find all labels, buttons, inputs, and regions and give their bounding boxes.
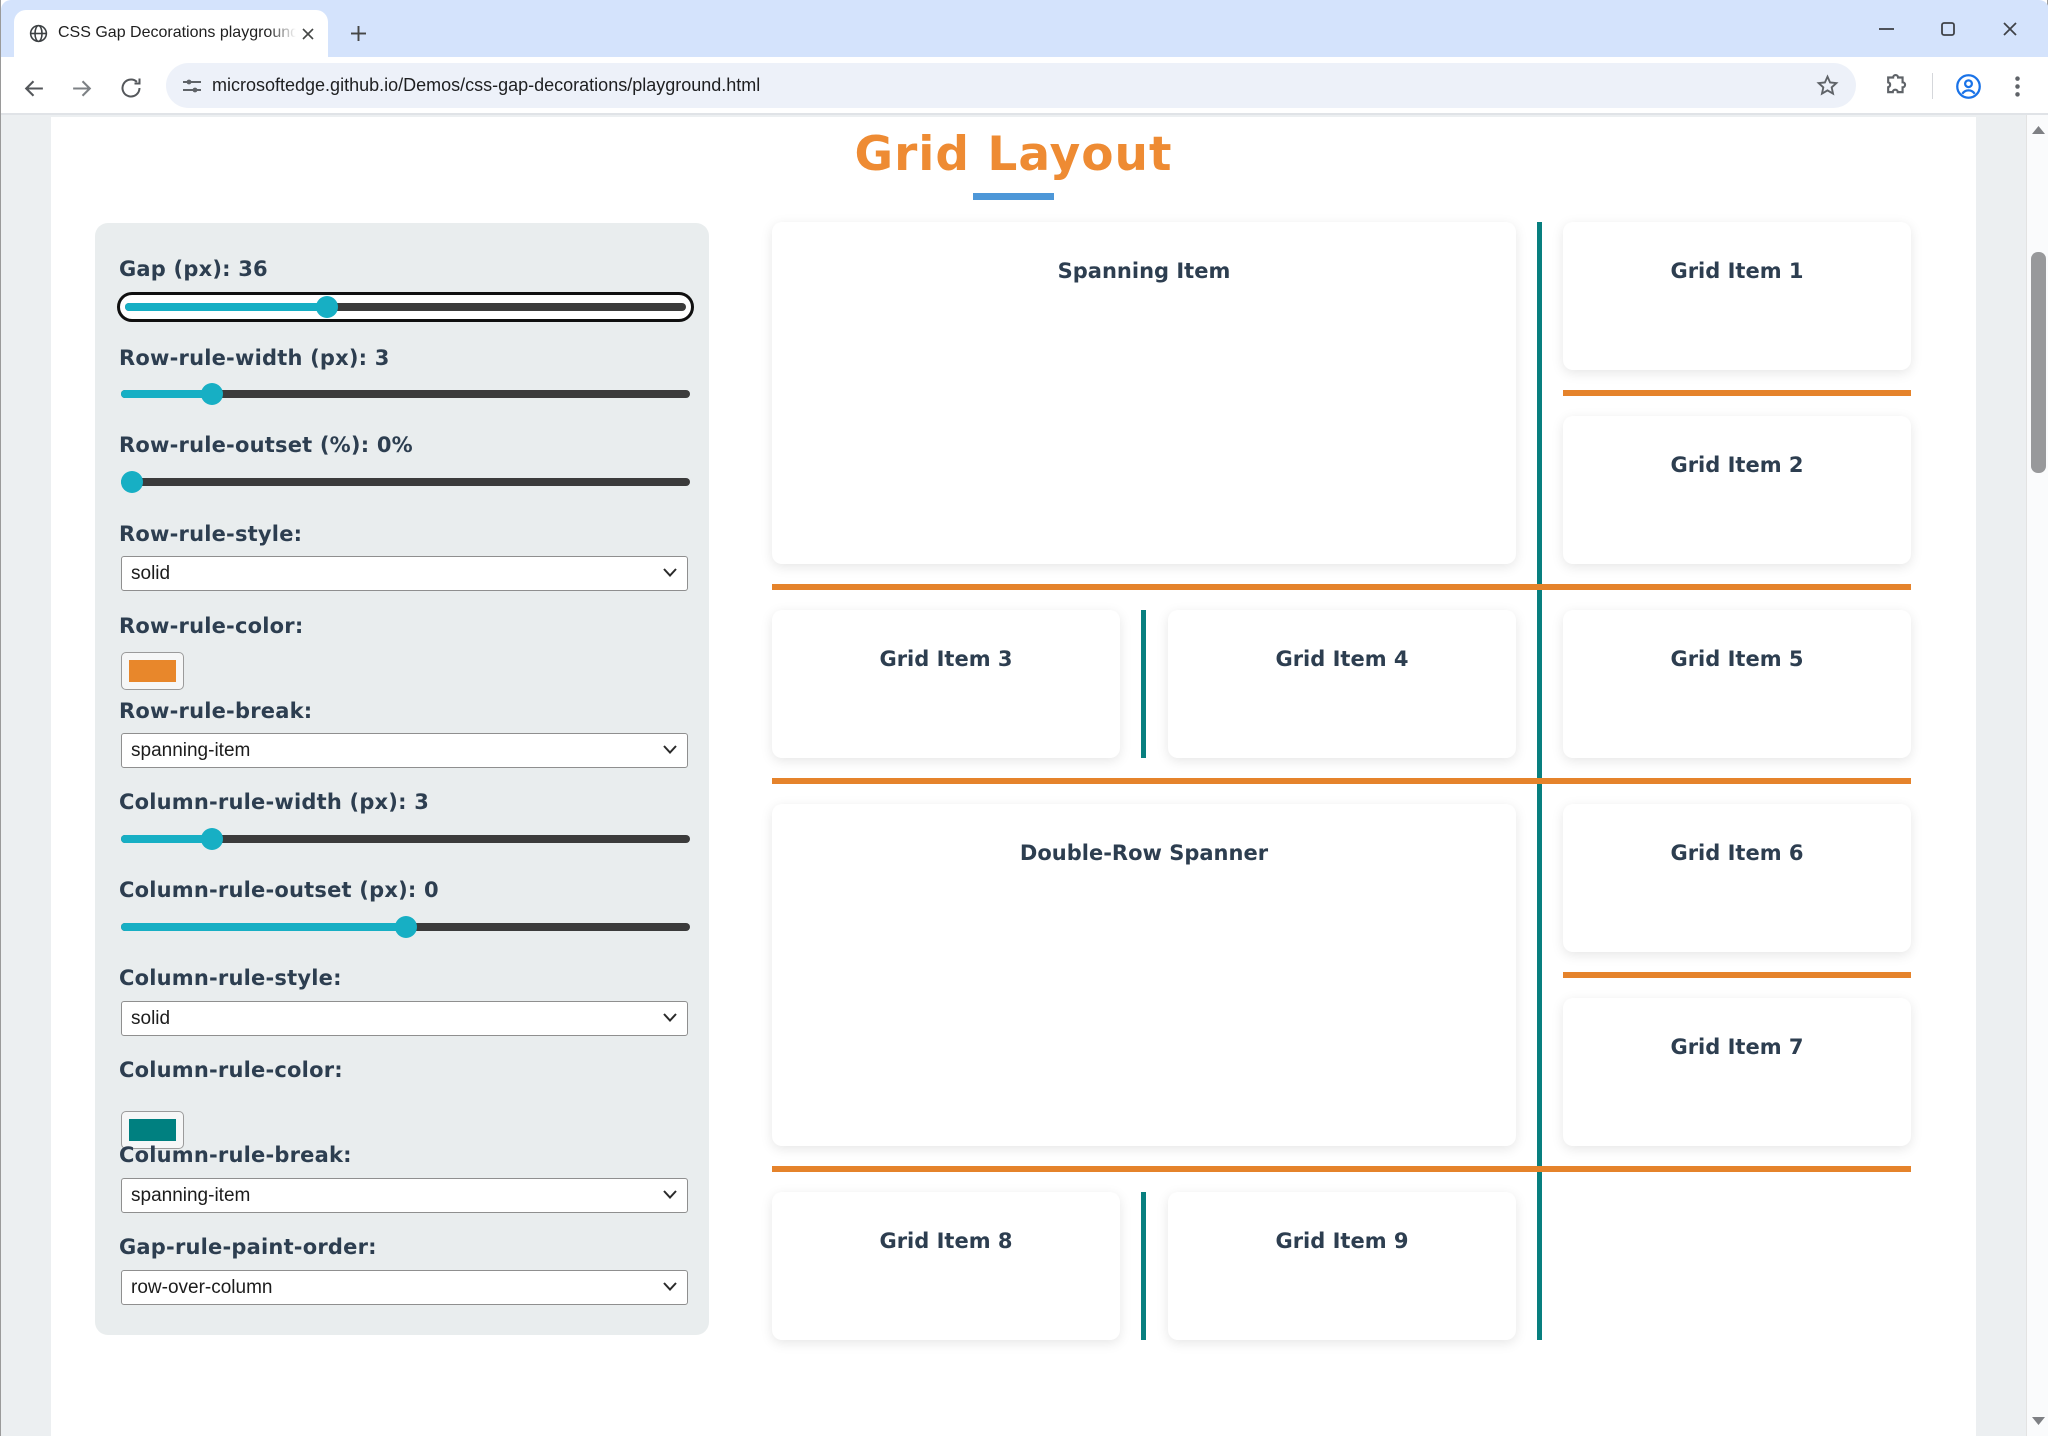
maximize-button[interactable] [1917,7,1979,51]
grid-card-8: Grid Item 8 [772,1192,1120,1340]
column-rule-style-select[interactable]: solid [121,1001,688,1036]
row-rule-line-5 [772,1166,1911,1172]
row-rule-line-4 [1563,972,1911,978]
column-rule-color-label: Column-rule-color: [119,1058,343,1082]
chevron-down-icon [663,1013,677,1022]
close-window-button[interactable] [1979,7,2041,51]
grid-card-6: Grid Item 6 [1563,804,1911,952]
grid-demo: Spanning Item Grid Item 1 Grid Item 2 Gr… [772,222,1911,1340]
column-rule-break-label: Column-rule-break: [119,1143,352,1167]
url-bar[interactable]: microsoftedge.github.io/Demos/css-gap-de… [166,63,1856,108]
grid-card-5: Grid Item 5 [1563,610,1911,758]
title-underline [973,193,1054,200]
controls-panel: Gap (px): 36 Row-rule-width (px): 3 Row-… [95,223,709,1335]
bookmark-star-icon[interactable] [1815,73,1840,98]
row-rule-width-label: Row-rule-width (px): 3 [119,346,390,370]
row-rule-line-1 [1563,390,1911,396]
grid-card-3: Grid Item 3 [772,610,1120,758]
forward-button[interactable] [67,73,97,103]
row-rule-color-picker[interactable] [121,652,184,690]
menu-kebab-icon[interactable] [2004,73,2031,100]
new-tab-button[interactable] [345,20,371,46]
page-content: Grid Layout Gap (px): 36 Row-rule-width … [1,115,2048,1436]
toolbar-divider [1932,73,1933,99]
row-rule-outset-label: Row-rule-outset (%): 0% [119,433,413,457]
row-rule-line-3 [772,778,1911,784]
grid-card-1: Grid Item 1 [1563,222,1911,370]
tab-title: CSS Gap Decorations playground [58,24,296,46]
window-controls [1855,0,2041,57]
tab-close-icon[interactable] [298,24,318,44]
reload-button[interactable] [116,73,146,103]
column-rule-outset-slider[interactable] [121,916,690,938]
grid-card-9: Grid Item 9 [1168,1192,1516,1340]
page-body: Grid Layout Gap (px): 36 Row-rule-width … [51,117,1976,1436]
site-settings-icon[interactable] [180,74,204,98]
row-rule-line-2 [772,584,1911,590]
column-rule-style-label: Column-rule-style: [119,966,342,990]
grid-card-4: Grid Item 4 [1168,610,1516,758]
row-rule-break-label: Row-rule-break: [119,699,313,723]
column-rule-line-row3 [1141,610,1146,758]
slider-thumb[interactable] [315,296,338,318]
page-title: Grid Layout [854,127,1173,182]
row-rule-break-select[interactable]: spanning-item [121,733,688,768]
column-rule-color-picker[interactable] [121,1111,184,1149]
slider-thumb[interactable] [201,383,224,405]
slider-thumb[interactable] [121,471,144,493]
back-button[interactable] [18,73,48,103]
grid-card-7: Grid Item 7 [1563,998,1911,1146]
color-swatch [129,660,176,682]
scroll-down-arrow[interactable] [2027,1406,2048,1436]
scrollbar-thumb[interactable] [2031,252,2046,473]
chevron-down-icon [663,568,677,577]
row-rule-style-select[interactable]: solid [121,556,688,591]
grid-card-spanning-item: Spanning Item [772,222,1516,564]
row-rule-color-label: Row-rule-color: [119,614,304,638]
browser-tab[interactable]: CSS Gap Decorations playground [14,10,328,57]
grid-card-2: Grid Item 2 [1563,416,1911,564]
gap-rule-paint-order-label: Gap-rule-paint-order: [119,1235,377,1259]
extensions-icon[interactable] [1883,73,1910,100]
url-text: microsoftedge.github.io/Demos/css-gap-de… [212,75,761,95]
row-rule-style-label: Row-rule-style: [119,522,303,546]
gap-rule-paint-order-select[interactable]: row-over-column [121,1270,688,1305]
column-rule-break-select[interactable]: spanning-item [121,1178,688,1213]
column-rule-outset-label: Column-rule-outset (px): 0 [119,878,439,902]
vertical-scrollbar[interactable] [2026,115,2048,1436]
row-rule-width-slider[interactable] [121,383,690,405]
gap-slider-label: Gap (px): 36 [119,257,268,281]
gap-slider[interactable] [117,292,694,322]
tab-strip: CSS Gap Decorations playground [1,0,2048,57]
profile-icon[interactable] [1955,73,1982,100]
grid-card-double-row-spanner: Double-Row Spanner [772,804,1516,1146]
globe-favicon-icon [28,23,49,44]
chevron-down-icon [663,1282,677,1291]
color-swatch [129,1119,176,1141]
column-rule-width-label: Column-rule-width (px): 3 [119,790,430,814]
slider-thumb[interactable] [201,828,224,850]
browser-toolbar: microsoftedge.github.io/Demos/css-gap-de… [1,57,2048,115]
row-rule-outset-slider[interactable] [121,471,690,493]
slider-thumb[interactable] [394,916,417,938]
scroll-up-arrow[interactable] [2027,115,2048,145]
chevron-down-icon [663,745,677,754]
chevron-down-icon [663,1190,677,1199]
minimize-button[interactable] [1855,7,1917,51]
column-rule-line-row6 [1141,1192,1146,1340]
column-rule-width-slider[interactable] [121,828,690,850]
